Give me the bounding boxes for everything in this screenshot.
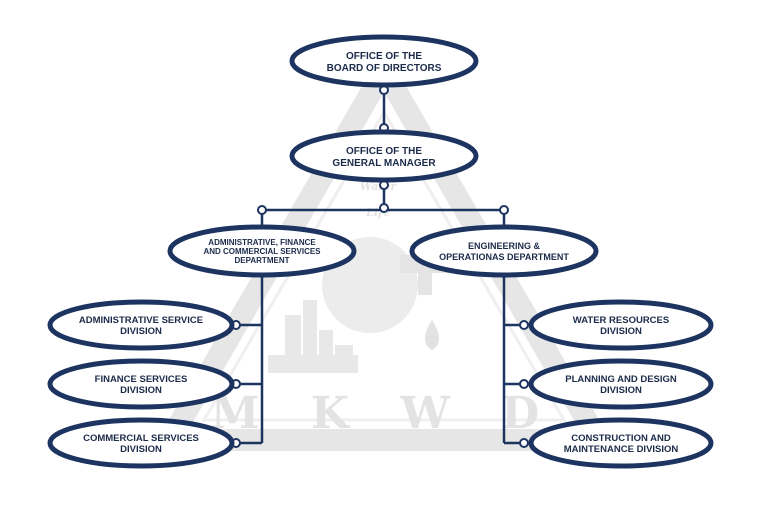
node-admin-dept-line-3: DEPARTMENT	[235, 256, 290, 265]
svg-text:DIVISION: DIVISION	[600, 385, 642, 396]
node-commercial-services-division: COMMERCIAL SERVICES DIVISION	[47, 417, 235, 469]
dot-split-right	[499, 205, 509, 215]
node-water-resources-division: WATER RESOURCES DIVISION	[528, 299, 714, 351]
svg-text:OFFICE OF THE: OFFICE OF THE	[346, 51, 422, 62]
svg-text:GENERAL MANAGER: GENERAL MANAGER	[332, 158, 436, 169]
svg-text:MAINTENANCE DIVISION: MAINTENANCE DIVISION	[564, 444, 679, 455]
dot-split	[379, 203, 389, 213]
node-commercial-div-line-2: DIVISION	[120, 444, 162, 455]
svg-text:BOARD OF DIRECTORS: BOARD OF DIRECTORS	[327, 63, 442, 74]
node-board-line-2: BOARD OF DIRECTORS	[327, 63, 442, 74]
svg-text:AND COMMERCIAL SERVICES: AND COMMERCIAL SERVICES	[203, 247, 321, 256]
watermark-drop-icon	[425, 320, 439, 350]
node-admin-div-line-1: ADMINISTRATIVE SERVICE	[79, 315, 203, 326]
node-general-manager: OFFICE OF THE GENERAL MANAGER	[289, 129, 479, 183]
node-water-div-line-2: DIVISION	[600, 326, 642, 337]
dot-split-left	[257, 205, 267, 215]
node-finance-div-line-1: FINANCE SERVICES	[95, 374, 188, 385]
svg-text:ADMINISTRATIVE SERVICE: ADMINISTRATIVE SERVICE	[79, 315, 203, 326]
node-eng-dept-line-1: ENGINEERING &	[468, 241, 541, 251]
node-eng-dept-line-2: OPERATIONAS DEPARTMENT	[439, 252, 569, 262]
node-board-line-1: OFFICE OF THE	[346, 51, 422, 62]
node-water-div-line-1: WATER RESOURCES	[573, 315, 669, 326]
node-commercial-div-line-1: COMMERCIAL SERVICES	[83, 433, 199, 444]
svg-text:DIVISION: DIVISION	[120, 385, 162, 396]
node-admin-dept-line-2: AND COMMERCIAL SERVICES	[203, 247, 321, 256]
svg-text:DIVISION: DIVISION	[120, 444, 162, 455]
watermark-buildings-icon	[268, 300, 358, 373]
dot-construction-div	[519, 438, 529, 448]
svg-text:COMMERCIAL SERVICES: COMMERCIAL SERVICES	[83, 433, 199, 444]
node-construction-div-line-1: CONSTRUCTION AND	[571, 433, 671, 444]
svg-text:DIVISION: DIVISION	[600, 326, 642, 337]
svg-text:OPERATIONAS DEPARTMENT: OPERATIONAS DEPARTMENT	[439, 252, 569, 262]
svg-text:FINANCE SERVICES: FINANCE SERVICES	[95, 374, 188, 385]
svg-text:OFFICE OF THE: OFFICE OF THE	[346, 146, 422, 157]
svg-text:PLANNING AND DESIGN: PLANNING AND DESIGN	[565, 374, 677, 385]
svg-text:WATER RESOURCES: WATER RESOURCES	[573, 315, 669, 326]
node-planning-design-division: PLANNING AND DESIGN DIVISION	[528, 358, 714, 410]
node-gm-line-1: OFFICE OF THE	[346, 146, 422, 157]
node-planning-div-line-2: DIVISION	[600, 385, 642, 396]
node-finance-services-division: FINANCE SERVICES DIVISION	[47, 358, 235, 410]
svg-text:DEPARTMENT: DEPARTMENT	[235, 256, 290, 265]
node-planning-div-line-1: PLANNING AND DESIGN	[565, 374, 677, 385]
svg-text:ADMINISTRATIVE, FINANCE: ADMINISTRATIVE, FINANCE	[208, 238, 316, 247]
dot-water-div	[519, 320, 529, 330]
node-admin-finance-dept: ADMINISTRATIVE, FINANCE AND COMMERCIAL S…	[167, 224, 357, 278]
svg-text:CONSTRUCTION AND: CONSTRUCTION AND	[571, 433, 671, 444]
node-board: OFFICE OF THE BOARD OF DIRECTORS	[289, 34, 479, 88]
watermark-letters: M K W D	[211, 388, 557, 439]
node-admin-service-division: ADMINISTRATIVE SERVICE DIVISION	[47, 299, 235, 351]
node-construction-maintenance-division: CONSTRUCTION AND MAINTENANCE DIVISION	[528, 417, 714, 469]
node-admin-dept-line-1: ADMINISTRATIVE, FINANCE	[208, 238, 316, 247]
svg-text:DIVISION: DIVISION	[120, 326, 162, 337]
node-construction-div-line-2: MAINTENANCE DIVISION	[564, 444, 679, 455]
node-finance-div-line-2: DIVISION	[120, 385, 162, 396]
node-gm-line-2: GENERAL MANAGER	[332, 158, 436, 169]
dot-planning-div	[519, 379, 529, 389]
svg-text:ENGINEERING &: ENGINEERING &	[468, 241, 541, 251]
node-admin-div-line-2: DIVISION	[120, 326, 162, 337]
node-engineering-dept: ENGINEERING & OPERATIONAS DEPARTMENT	[409, 224, 599, 278]
